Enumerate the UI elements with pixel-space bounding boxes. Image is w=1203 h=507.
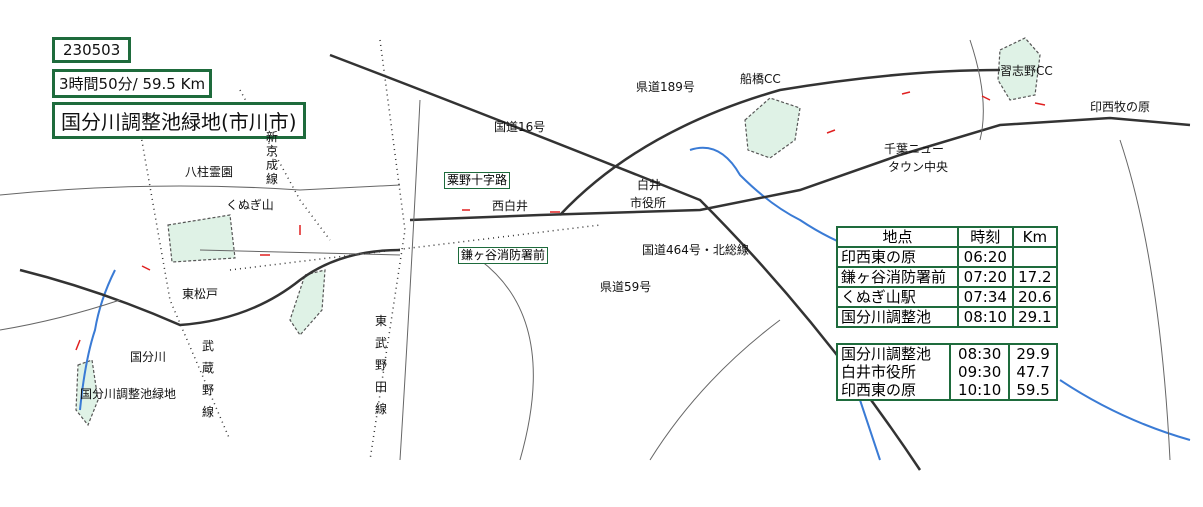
road-hokuso xyxy=(409,116,1191,222)
cell: 08:30 xyxy=(949,344,1011,363)
label-chiba-nt-1: 千葉ニュー xyxy=(884,142,945,156)
col-header: 時刻 xyxy=(956,226,1014,248)
cell: 鎌ヶ谷消防署前 xyxy=(836,266,959,288)
label-funabashi-cc: 船橋CC xyxy=(740,72,781,86)
rail-hokuso xyxy=(229,224,601,271)
label-kokubugawa: 国分川 xyxy=(130,350,167,364)
label-shinkeisei: 新京成線 xyxy=(266,130,279,186)
label-shiroi-2: 市役所 xyxy=(630,196,667,210)
label-kendo59: 県道59号 xyxy=(600,280,652,294)
duration-box: 3時間50分/ 59.5 Km xyxy=(52,69,213,98)
cell: 08:10 xyxy=(956,306,1014,328)
park-funabashi-cc xyxy=(744,97,801,159)
label-kamagaya: 鎌ヶ谷消防署前 xyxy=(458,247,549,264)
label-yabashira: 八柱霊園 xyxy=(185,165,234,179)
col-header: 地点 xyxy=(836,226,959,248)
cell: 印西東の原 xyxy=(835,381,952,400)
label-kokudo464: 国道464号・北総線 xyxy=(642,243,749,257)
river-kokubugawa xyxy=(79,269,116,411)
label-nishishiroi: 西白井 xyxy=(492,199,529,213)
label-shiroi-1: 白井 xyxy=(637,178,662,192)
label-kunugiyama: くぬぎ山 xyxy=(226,198,274,212)
cell: 09:30 xyxy=(949,363,1011,381)
label-kokudo16: 国道16号 xyxy=(494,120,546,134)
cell: くぬぎ山駅 xyxy=(836,286,959,308)
cell: 17.2 xyxy=(1011,266,1059,288)
rail-shinkeisei xyxy=(239,89,331,241)
cell xyxy=(1011,246,1059,268)
label-narashino-cc: 習志野CC xyxy=(1000,64,1053,78)
cell: 印西東の原 xyxy=(836,246,959,268)
road-top xyxy=(559,68,1001,216)
label-chiba-nt-2: タウン中央 xyxy=(888,160,949,174)
label-awano: 粟野十字路 xyxy=(444,172,511,189)
road-diag xyxy=(329,53,922,471)
river-se xyxy=(1059,379,1191,441)
cell: 06:20 xyxy=(956,246,1014,268)
river-south xyxy=(859,399,881,461)
cell: 国分川調整池 xyxy=(835,344,952,363)
cell: 07:34 xyxy=(956,286,1014,308)
road-main-left xyxy=(19,248,401,327)
park-narashino-cc xyxy=(997,37,1041,101)
cell: 47.7 xyxy=(1008,363,1058,381)
label-inzai-makinohara: 印西牧の原 xyxy=(1090,100,1151,114)
park-yabashira xyxy=(167,214,236,263)
cell: 白井市役所 xyxy=(835,363,952,381)
cell: 国分川調整池 xyxy=(836,306,959,328)
cell: 29.1 xyxy=(1011,306,1059,328)
label-tobu-noda: 東武野田線 xyxy=(375,314,388,416)
park-pond xyxy=(289,269,326,336)
col-header: Km xyxy=(1011,226,1059,248)
park-kokubugawa xyxy=(75,359,99,427)
label-kokubugawa-park: 国分川調整池緑地 xyxy=(80,387,177,401)
cell: 10:10 xyxy=(949,381,1011,400)
label-higashimatsudo: 東松戸 xyxy=(182,287,219,301)
label-kendo189: 県道189号 xyxy=(636,80,695,94)
cell: 29.9 xyxy=(1008,344,1058,363)
date-box: 230503 xyxy=(52,37,132,63)
cell: 07:20 xyxy=(956,266,1014,288)
table-header-row: 地点 時刻 Km xyxy=(836,226,1059,248)
cell: 20.6 xyxy=(1011,286,1059,308)
page-title: 国分川調整池緑地(市川市) xyxy=(52,102,306,139)
label-musashino: 武蔵野線 xyxy=(202,339,215,419)
route-arrows xyxy=(75,91,1046,351)
cell: 59.5 xyxy=(1008,381,1058,400)
river-east xyxy=(689,146,861,251)
